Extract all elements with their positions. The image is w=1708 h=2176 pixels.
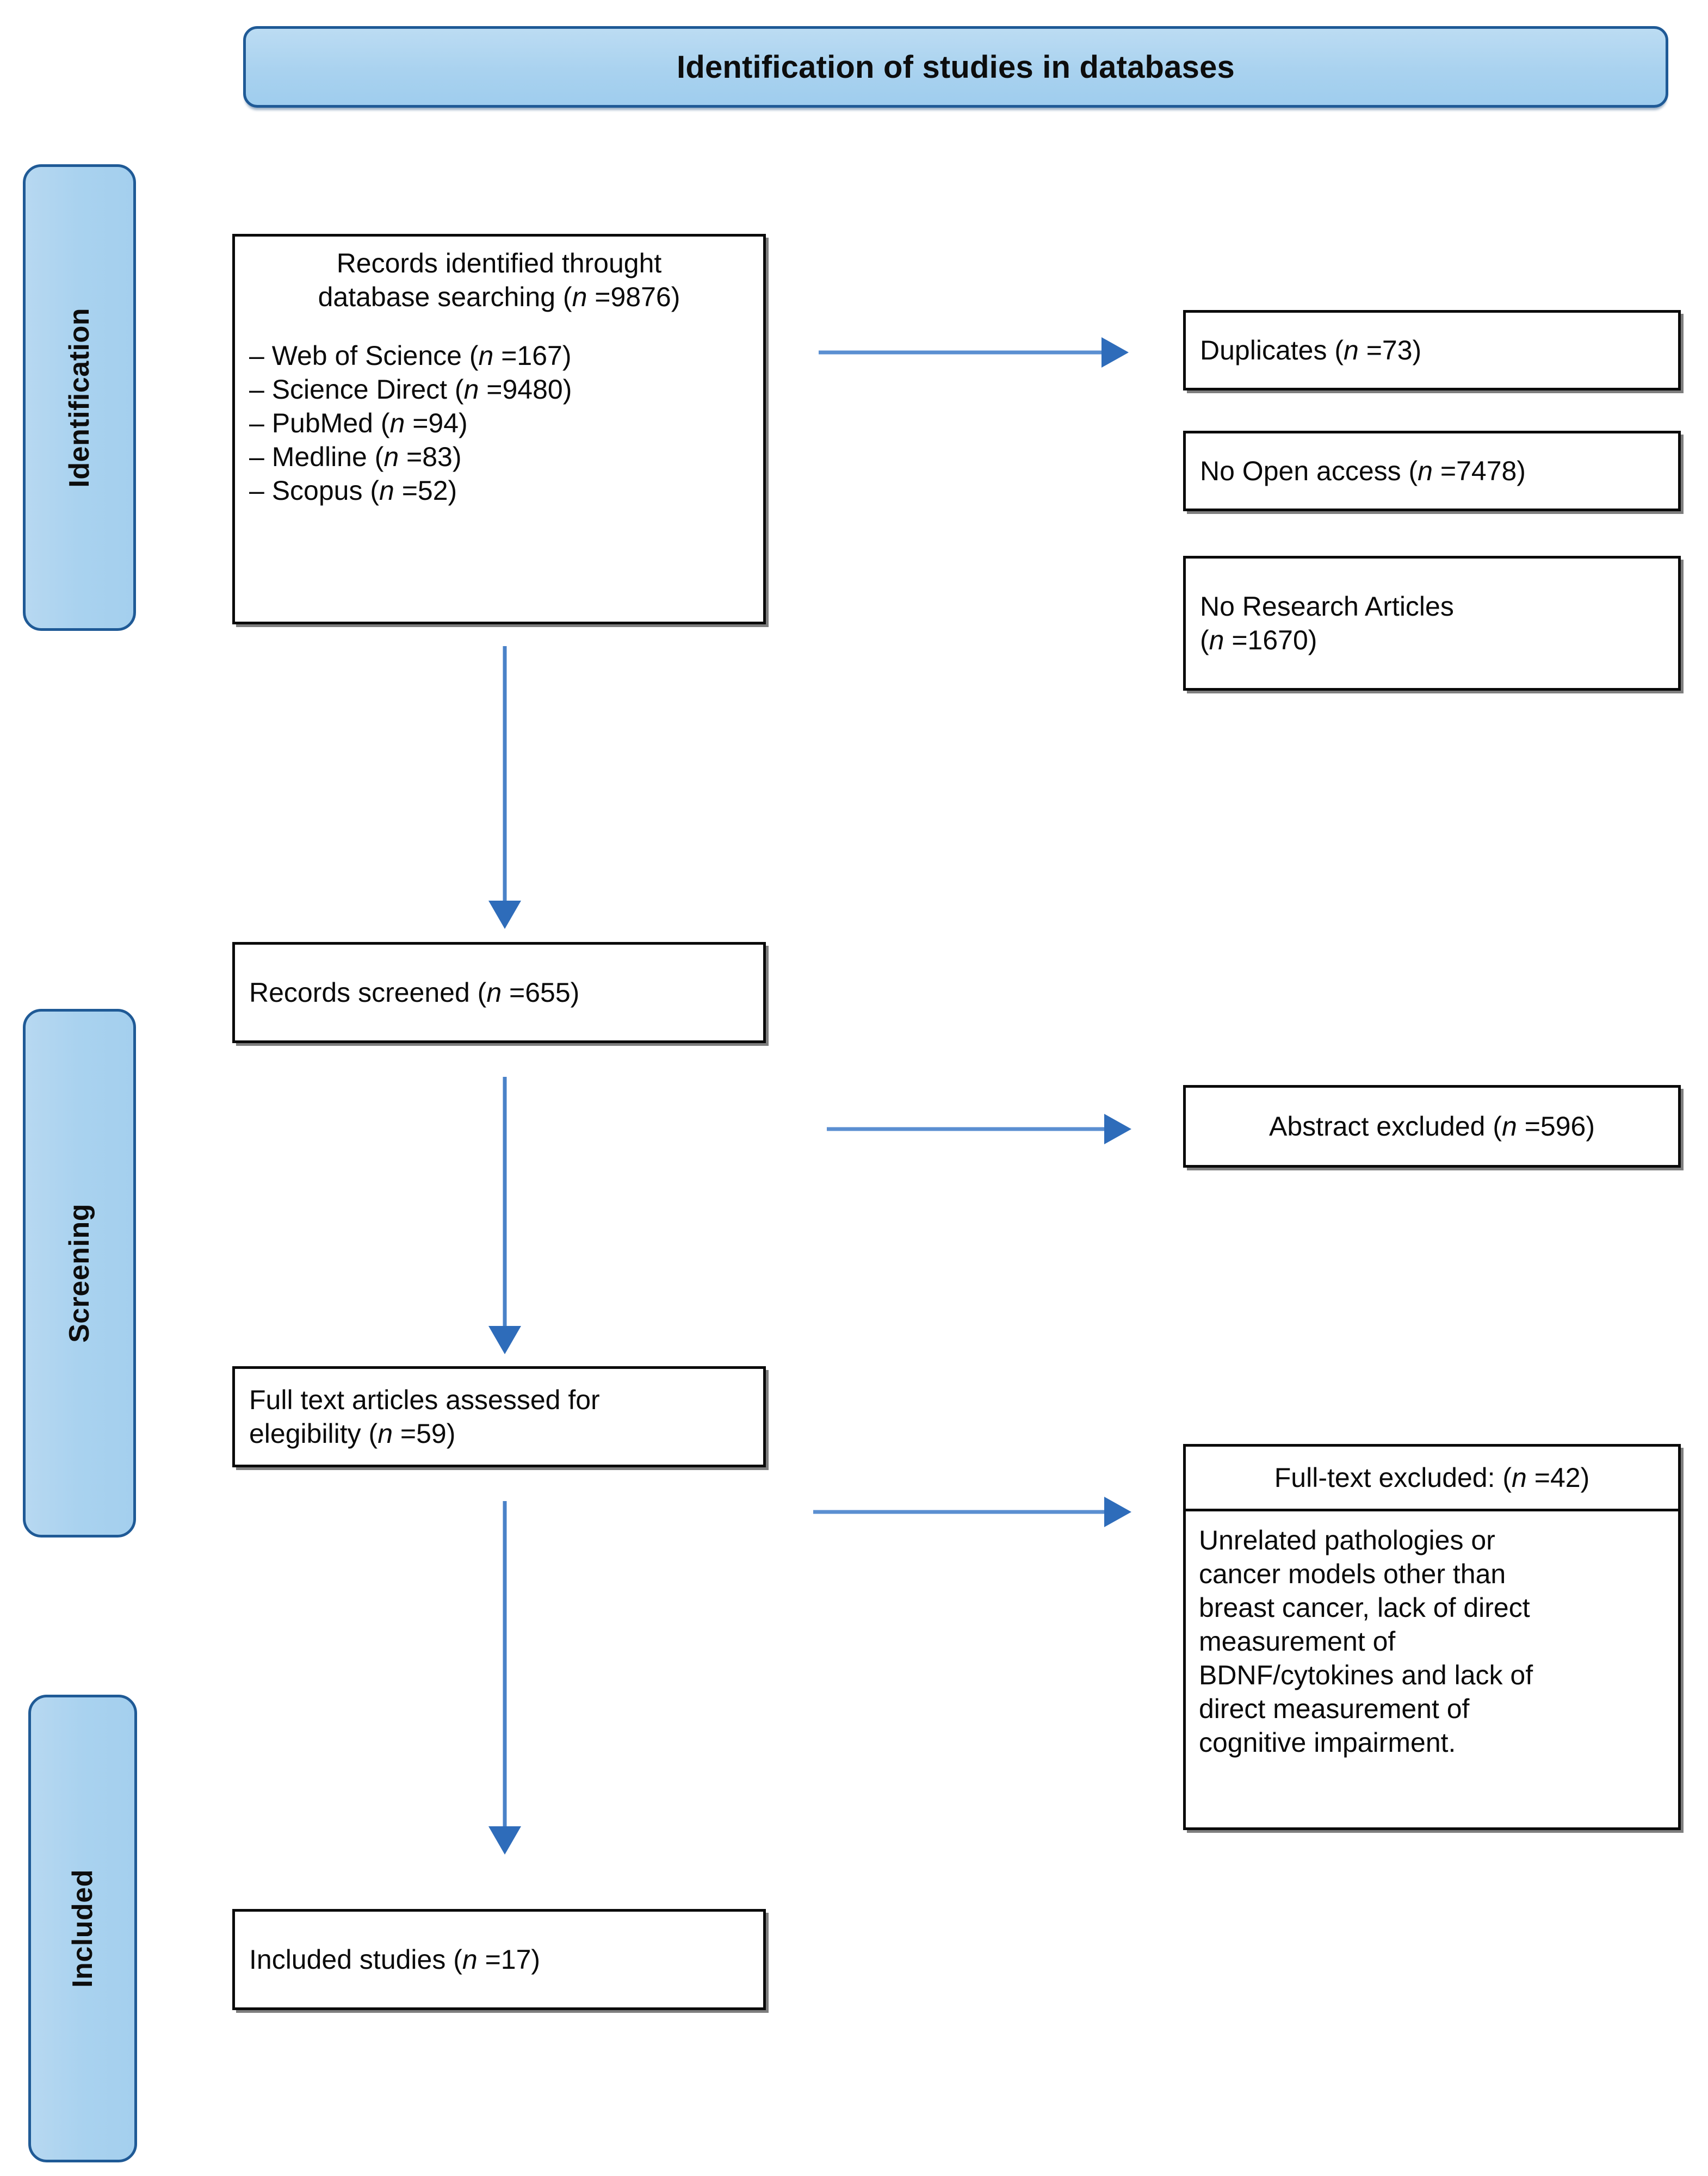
source-science-direct-label: – Science Direct (	[249, 374, 464, 405]
box-abstract-excluded: Abstract excluded (n =596)	[1183, 1085, 1681, 1168]
source-web-of-science-n-symbol: n	[478, 340, 494, 371]
source-web-of-science: – Web of Science (n =167)	[249, 339, 749, 373]
box-fulltext-assessed-eligibility: Full text articles assessed for elegibil…	[232, 1366, 766, 1467]
fulltext-excluded-n-value: =42)	[1526, 1462, 1590, 1493]
stage-rail-screening: Screening	[23, 1009, 136, 1538]
no-open-access-text: No Open access (n =7478)	[1200, 454, 1664, 488]
records-identified-heading-line2: database searching (n =9876)	[249, 280, 749, 314]
records-identified-n-symbol: n	[572, 282, 587, 312]
fulltext-excluded-reasons: Unrelated pathologies or cancer models o…	[1186, 1511, 1678, 1771]
records-identified-gap	[249, 314, 749, 339]
source-science-direct-n-value: =9480)	[479, 374, 572, 405]
diagram-title-banner: Identification of studies in databases	[243, 26, 1668, 108]
no-research-articles-line2: (n =1670)	[1200, 623, 1664, 657]
source-pubmed-n-value: =94)	[405, 408, 468, 438]
arrow-screened-to-fulltext	[483, 1077, 527, 1354]
source-medline-label: – Medline (	[249, 442, 384, 472]
no-research-articles-n-value: =1670)	[1224, 625, 1317, 655]
duplicates-label: Duplicates (	[1200, 335, 1344, 365]
stage-label-screening: Screening	[64, 1204, 95, 1343]
abstract-excluded-text: Abstract excluded (n =596)	[1200, 1109, 1664, 1143]
arrow-fulltext-to-excluded	[813, 1490, 1131, 1534]
included-studies-text: Included studies (n =17)	[249, 1943, 749, 1976]
stage-label-identification: Identification	[64, 307, 95, 488]
no-open-access-n-value: =7478)	[1432, 456, 1526, 486]
source-science-direct: – Science Direct (n =9480)	[249, 373, 749, 406]
box-no-open-access: No Open access (n =7478)	[1183, 431, 1681, 511]
fulltext-assessed-line1: Full text articles assessed for	[249, 1385, 600, 1415]
no-open-access-label: No Open access (	[1200, 456, 1418, 486]
records-identified-heading-prefix: database searching (	[318, 282, 572, 312]
no-research-articles-paren: (	[1200, 625, 1209, 655]
source-web-of-science-n-value: =167)	[493, 340, 572, 371]
no-research-articles-line1: No Research Articles	[1200, 591, 1454, 622]
fulltext-excluded-reason-line: direct measurement of	[1199, 1694, 1470, 1724]
source-scopus-n-symbol: n	[379, 475, 394, 506]
source-web-of-science-label: – Web of Science (	[249, 340, 479, 371]
box-records-screened: Records screened (n =655)	[232, 942, 766, 1043]
records-identified-n-value: =9876)	[587, 282, 680, 312]
box-records-identified: Records identified throught database sea…	[232, 234, 766, 624]
stage-rail-identification: Identification	[23, 164, 136, 631]
fulltext-excluded-reason-line: Unrelated pathologies or	[1199, 1525, 1495, 1555]
duplicates-n-symbol: n	[1344, 335, 1359, 365]
source-scopus-n-value: =52)	[394, 475, 457, 506]
source-science-direct-n-symbol: n	[463, 374, 479, 405]
box-included-studies: Included studies (n =17)	[232, 1909, 766, 2010]
fulltext-excluded-label: Full-text excluded: (	[1274, 1462, 1512, 1493]
abstract-excluded-n-value: =596)	[1517, 1111, 1595, 1142]
source-scopus: – Scopus (n =52)	[249, 474, 749, 507]
fulltext-excluded-n-symbol: n	[1512, 1462, 1527, 1493]
records-identified-heading-line1: Records identified throught	[336, 248, 662, 278]
abstract-excluded-n-symbol: n	[1502, 1111, 1517, 1142]
fulltext-assessed-n-symbol: n	[378, 1418, 393, 1449]
records-screened-n-value: =655)	[502, 977, 580, 1008]
box-duplicates: Duplicates (n =73)	[1183, 310, 1681, 390]
fulltext-excluded-header-text: Full-text excluded: (n =42)	[1200, 1461, 1664, 1495]
arrow-fulltext-to-included	[483, 1501, 527, 1855]
fulltext-assessed-n-value: =59)	[393, 1418, 456, 1449]
fulltext-excluded-reason-line: measurement of	[1199, 1626, 1396, 1657]
records-screened-n-symbol: n	[486, 977, 502, 1008]
arrow-screened-to-abstract-excluded	[827, 1107, 1131, 1151]
records-screened-text: Records screened (n =655)	[249, 976, 749, 1009]
duplicates-text: Duplicates (n =73)	[1200, 333, 1664, 367]
arrow-identified-to-screened	[483, 646, 527, 929]
included-studies-n-symbol: n	[462, 1944, 478, 1975]
source-pubmed-label: – PubMed (	[249, 408, 390, 438]
fulltext-excluded-reason-line: cancer models other than	[1199, 1559, 1506, 1589]
fulltext-assessed-line2: elegibility (n =59)	[249, 1417, 749, 1450]
included-studies-label: Included studies (	[249, 1944, 462, 1975]
box-fulltext-excluded: Full-text excluded: (n =42) Unrelated pa…	[1183, 1444, 1681, 1830]
stage-label-included: Included	[67, 1869, 98, 1988]
diagram-title-text: Identification of studies in databases	[677, 49, 1235, 85]
source-medline-n-symbol: n	[383, 442, 399, 472]
arrow-identified-to-duplicates	[819, 331, 1129, 374]
source-medline-n-value: =83)	[399, 442, 462, 472]
included-studies-n-value: =17)	[477, 1944, 541, 1975]
fulltext-excluded-reason-line: BDNF/cytokines and lack of	[1199, 1660, 1533, 1690]
records-screened-label: Records screened (	[249, 977, 487, 1008]
duplicates-n-value: =73)	[1358, 335, 1422, 365]
fulltext-excluded-reason-line: cognitive impairment.	[1199, 1727, 1456, 1758]
fulltext-excluded-reason-line: breast cancer, lack of direct	[1199, 1592, 1530, 1623]
source-scopus-label: – Scopus (	[249, 475, 380, 506]
source-medline: – Medline (n =83)	[249, 440, 749, 474]
no-research-articles-n-symbol: n	[1209, 625, 1224, 655]
source-pubmed-n-symbol: n	[389, 408, 405, 438]
no-open-access-n-symbol: n	[1418, 456, 1433, 486]
source-pubmed: – PubMed (n =94)	[249, 406, 749, 440]
fulltext-excluded-header: Full-text excluded: (n =42)	[1186, 1447, 1678, 1511]
box-no-research-articles: No Research Articles (n =1670)	[1183, 556, 1681, 691]
stage-rail-included: Included	[28, 1695, 137, 2162]
abstract-excluded-label: Abstract excluded (	[1269, 1111, 1502, 1142]
fulltext-assessed-label: elegibility (	[249, 1418, 378, 1449]
